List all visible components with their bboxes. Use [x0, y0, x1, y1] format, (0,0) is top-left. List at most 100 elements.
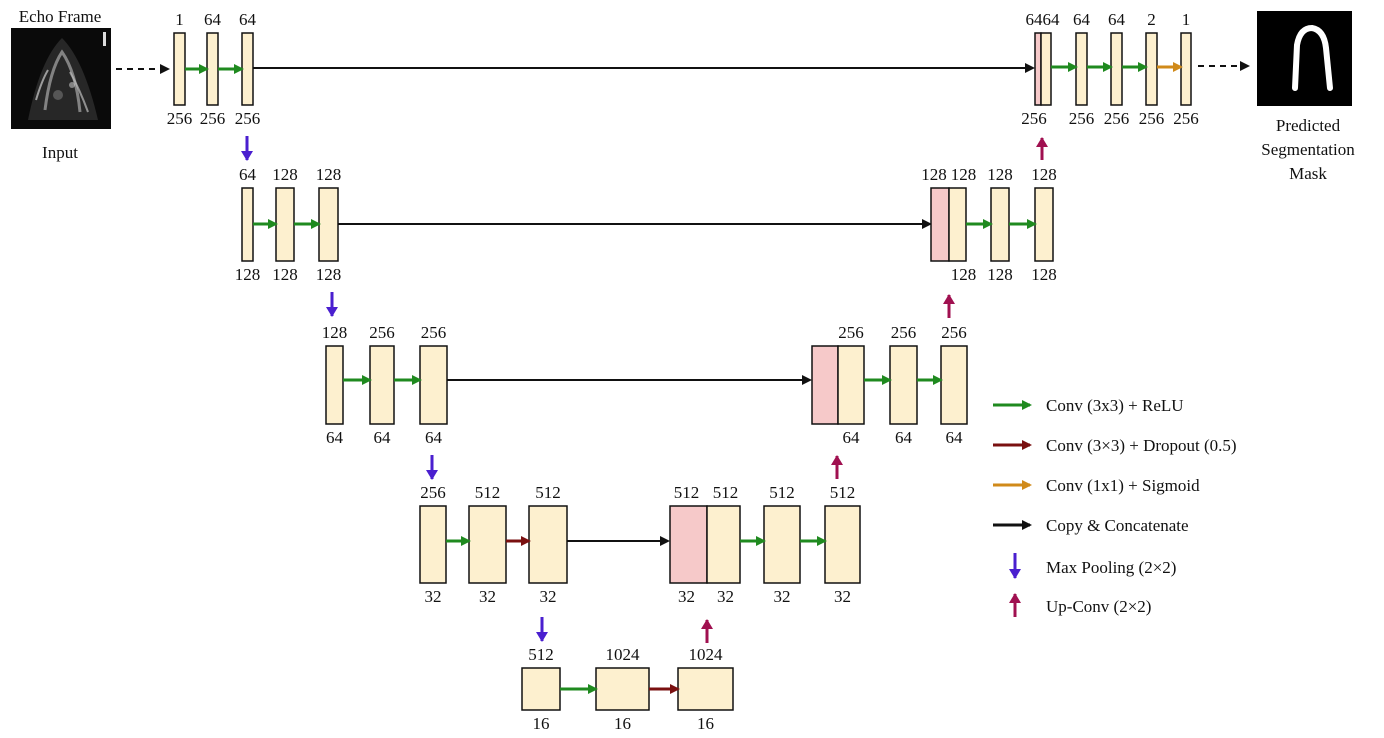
channels-label-d3_2: 256 — [891, 323, 917, 342]
size-label-b4_3: 32 — [540, 587, 557, 606]
size-label-d4_2: 32 — [774, 587, 791, 606]
feature-block-b3_3 — [420, 346, 447, 424]
channels-label-d2_3: 128 — [1031, 165, 1057, 184]
channels-label-b3_1: 128 — [322, 323, 348, 342]
channels-label-d1_4: 2 — [1147, 10, 1156, 29]
channels-label-d1_2: 64 — [1073, 10, 1091, 29]
channels-label-d1_c: 64 — [1026, 10, 1044, 29]
feature-block-d4_3 — [825, 506, 860, 583]
size-label-b1_1: 256 — [167, 109, 193, 128]
size-label-d2_2: 128 — [987, 265, 1013, 284]
feature-block-d1_3 — [1111, 33, 1122, 105]
channels-label-d2_2: 128 — [987, 165, 1013, 184]
size-label-d3_3: 64 — [946, 428, 964, 447]
channels-label-d4_c: 512 — [674, 483, 700, 502]
output-caption-line-3: Mask — [1289, 164, 1327, 183]
feature-block-b1_2 — [207, 33, 218, 105]
channels-label-b5_1: 512 — [528, 645, 554, 664]
channels-label-b4_1: 256 — [420, 483, 446, 502]
feature-block-d3_n — [838, 346, 864, 424]
feature-block-b1_3 — [242, 33, 253, 105]
size-label-b3_1: 64 — [326, 428, 344, 447]
size-label-b1_3: 256 — [235, 109, 261, 128]
output-caption-line-2: Segmentation — [1261, 140, 1355, 159]
size-label-b4_2: 32 — [479, 587, 496, 606]
size-label-b2_1: 128 — [235, 265, 261, 284]
size-label-d1_2: 256 — [1069, 109, 1095, 128]
feature-block-b3_1 — [326, 346, 343, 424]
channels-label-b4_3: 512 — [535, 483, 561, 502]
size-label-b5_1: 16 — [533, 714, 550, 733]
echo-frame-image — [11, 28, 111, 129]
size-label-d4_3: 32 — [834, 587, 851, 606]
channels-label-d1_3: 64 — [1108, 10, 1126, 29]
feature-block-b3_2 — [370, 346, 394, 424]
feature-block-b1_1 — [174, 33, 185, 105]
channels-label-b2_3: 128 — [316, 165, 342, 184]
feature-block-d2_3 — [1035, 188, 1053, 261]
concat-block-d2_c — [931, 188, 949, 261]
size-label-b2_3: 128 — [316, 265, 342, 284]
channels-label-b3_3: 256 — [421, 323, 447, 342]
size-label-b5_2: 16 — [614, 714, 631, 733]
feature-map-blocks: 1256642566425664128128128128128128642566… — [167, 10, 1199, 733]
size-label-d2_3: 128 — [1031, 265, 1057, 284]
channels-label-b2_2: 128 — [272, 165, 298, 184]
feature-block-d1_n — [1041, 33, 1051, 105]
channels-label-d1_5: 1 — [1182, 10, 1191, 29]
feature-block-b4_3 — [529, 506, 567, 583]
feature-block-b5_2 — [596, 668, 649, 710]
legend: Conv (3x3) + ReLU Conv (3×3) + Dropout (… — [993, 396, 1237, 617]
channels-label-b5_2: 1024 — [606, 645, 641, 664]
concat-block-d3_c — [812, 346, 838, 424]
concat-block-d1_c — [1035, 33, 1041, 105]
input-title: Echo Frame — [19, 7, 102, 26]
feature-block-d4_n — [707, 506, 740, 583]
output-caption-line-1: Predicted — [1276, 116, 1341, 135]
channels-label-d3_n: 256 — [838, 323, 864, 342]
feature-block-d1_2 — [1076, 33, 1087, 105]
channels-label-b5_3: 1024 — [689, 645, 724, 664]
size-label-d4_c: 32 — [678, 587, 695, 606]
size-label-b4_1: 32 — [425, 587, 442, 606]
feature-block-d3_3 — [941, 346, 967, 424]
feature-block-d1_4 — [1146, 33, 1157, 105]
legend-max-pool-label: Max Pooling (2×2) — [1046, 558, 1176, 577]
size-label-d1_3: 256 — [1104, 109, 1130, 128]
channels-label-d1_n: 64 — [1043, 10, 1061, 29]
legend-copy-label: Copy & Concatenate — [1046, 516, 1189, 535]
channels-label-d2_n: 128 — [951, 165, 977, 184]
feature-block-d1_5 — [1181, 33, 1191, 105]
channels-label-d2_c: 128 — [921, 165, 947, 184]
feature-block-b4_2 — [469, 506, 506, 583]
size-label-d3_2: 64 — [895, 428, 913, 447]
size-label-b3_3: 64 — [425, 428, 443, 447]
size-label-d4_n: 32 — [717, 587, 734, 606]
feature-block-b2_1 — [242, 188, 253, 261]
legend-up-conv-label: Up-Conv (2×2) — [1046, 597, 1151, 616]
feature-block-d4_2 — [764, 506, 800, 583]
size-label-d3_n: 64 — [843, 428, 861, 447]
concat-block-d4_c — [670, 506, 707, 583]
size-label-d1_5: 256 — [1173, 109, 1199, 128]
size-label-d1_c: 256 — [1021, 109, 1047, 128]
size-label-b3_2: 64 — [374, 428, 392, 447]
channels-label-b3_2: 256 — [369, 323, 395, 342]
size-label-b2_2: 128 — [272, 265, 298, 284]
channels-label-d3_3: 256 — [941, 323, 967, 342]
legend-conv-sigmoid-label: Conv (1x1) + Sigmoid — [1046, 476, 1200, 495]
feature-block-b5_3 — [678, 668, 733, 710]
size-label-d2_n: 128 — [951, 265, 977, 284]
feature-block-b5_1 — [522, 668, 560, 710]
size-label-b5_3: 16 — [697, 714, 714, 733]
legend-conv-relu-label: Conv (3x3) + ReLU — [1046, 396, 1184, 415]
feature-block-b4_1 — [420, 506, 446, 583]
feature-block-b2_2 — [276, 188, 294, 261]
channels-label-d4_3: 512 — [830, 483, 856, 502]
feature-block-d2_n — [949, 188, 966, 261]
feature-block-d2_2 — [991, 188, 1009, 261]
feature-block-b2_3 — [319, 188, 338, 261]
legend-conv-dropout-label: Conv (3×3) + Dropout (0.5) — [1046, 436, 1237, 455]
input-caption: Input — [42, 143, 78, 162]
